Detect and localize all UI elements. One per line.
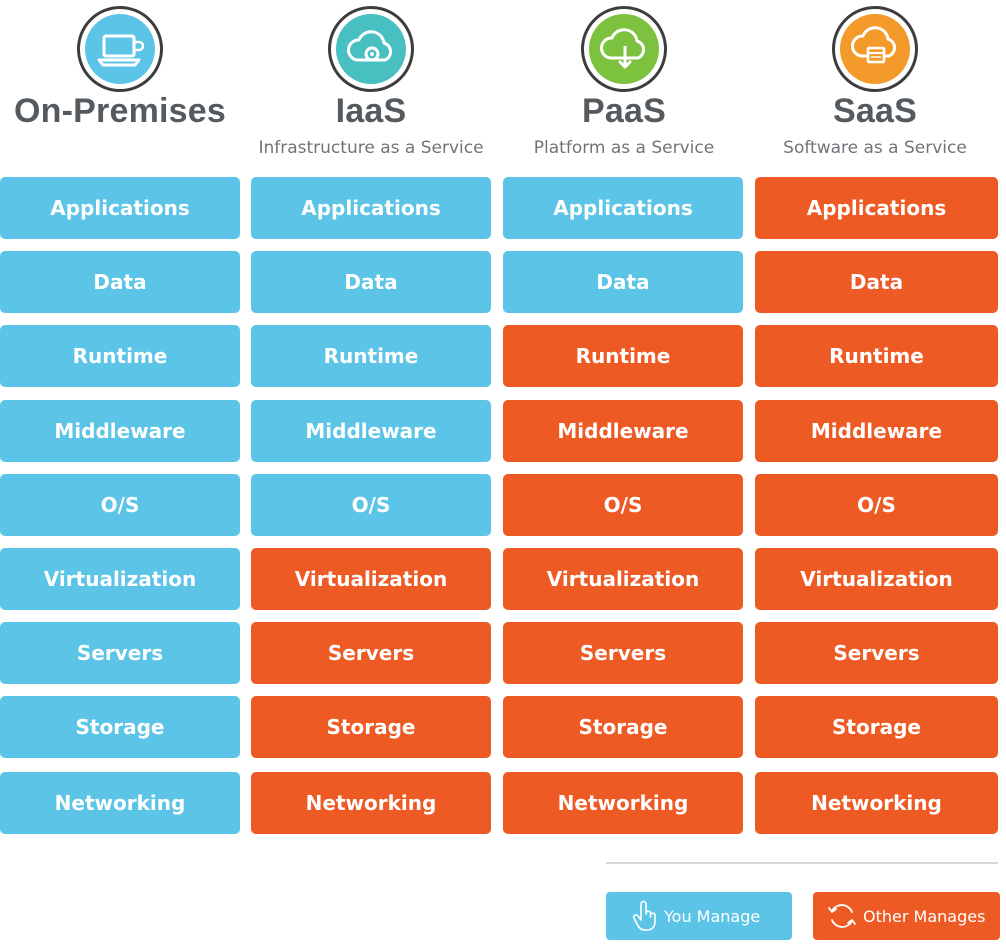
legend-divider (606, 862, 998, 864)
grid-cell-networking: Networking (503, 772, 743, 834)
grid-cell-applications: Applications (251, 177, 491, 239)
icon-badge (77, 6, 163, 92)
grid-cell-o-s: O/S (503, 474, 743, 536)
icon-badge (581, 6, 667, 92)
grid-cell-networking: Networking (0, 772, 240, 834)
grid-cell-runtime: Runtime (0, 325, 240, 387)
legend-other-manages: Other Manages (813, 892, 1000, 940)
legend-you-manage: You Manage (606, 892, 792, 940)
grid-cell-applications: Applications (503, 177, 743, 239)
grid-cell-applications: Applications (0, 177, 240, 239)
column-title: SaaS (833, 92, 917, 130)
cloud-gear-icon (336, 14, 406, 84)
grid-cell-servers: Servers (251, 622, 491, 684)
grid-cell-servers: Servers (503, 622, 743, 684)
grid-cell-virtualization: Virtualization (251, 548, 491, 610)
grid-cell-middleware: Middleware (251, 400, 491, 462)
grid-cell-o-s: O/S (755, 474, 998, 536)
grid-cell-data: Data (251, 251, 491, 313)
grid-cell-runtime: Runtime (251, 325, 491, 387)
column-on-premises: On-Premises (0, 0, 240, 176)
column-header: SaaS Software as a Service (755, 0, 995, 176)
grid-cell-runtime: Runtime (503, 325, 743, 387)
column-paas: PaaS Platform as a Service (504, 0, 744, 176)
grid-cell-middleware: Middleware (755, 400, 998, 462)
column-subtitle: Infrastructure as a Service (258, 138, 484, 158)
column-title: IaaS (335, 92, 407, 130)
grid-cell-networking: Networking (251, 772, 491, 834)
column-header: IaaS Infrastructure as a Service (251, 0, 491, 176)
column-subtitle: Platform as a Service (533, 138, 715, 158)
legend-label: You Manage (664, 906, 761, 926)
grid-cell-middleware: Middleware (0, 400, 240, 462)
grid-cell-o-s: O/S (251, 474, 491, 536)
hand-pointer-icon (632, 900, 656, 931)
grid-cell-networking: Networking (755, 772, 998, 834)
grid-cell-middleware: Middleware (503, 400, 743, 462)
cloud-window-icon (840, 14, 910, 84)
grid-cell-virtualization: Virtualization (503, 548, 743, 610)
grid-cell-servers: Servers (755, 622, 998, 684)
icon-badge (328, 6, 414, 92)
grid-cell-o-s: O/S (0, 474, 240, 536)
grid-cell-virtualization: Virtualization (0, 548, 240, 610)
legend-label: Other Manages (863, 906, 986, 926)
grid-cell-storage: Storage (755, 696, 998, 758)
grid-cell-storage: Storage (503, 696, 743, 758)
column-saas: SaaS Software as a Service (755, 0, 995, 176)
refresh-icon (828, 904, 856, 928)
grid-cell-storage: Storage (251, 696, 491, 758)
grid-cell-servers: Servers (0, 622, 240, 684)
grid-cell-data: Data (503, 251, 743, 313)
grid-cell-data: Data (0, 251, 240, 313)
grid-cell-storage: Storage (0, 696, 240, 758)
grid-cell-data: Data (755, 251, 998, 313)
grid-cell-virtualization: Virtualization (755, 548, 998, 610)
grid-cell-runtime: Runtime (755, 325, 998, 387)
laptop-icon (85, 14, 155, 84)
column-title: PaaS (582, 92, 666, 130)
column-title: On-Premises (14, 92, 226, 130)
grid-cell-applications: Applications (755, 177, 998, 239)
column-subtitle: Software as a Service (783, 138, 967, 158)
icon-badge (832, 6, 918, 92)
column-header: On-Premises (0, 0, 240, 176)
cloud-download-icon (589, 14, 659, 84)
column-iaas: IaaS Infrastructure as a Service (251, 0, 491, 176)
column-header: PaaS Platform as a Service (504, 0, 744, 176)
